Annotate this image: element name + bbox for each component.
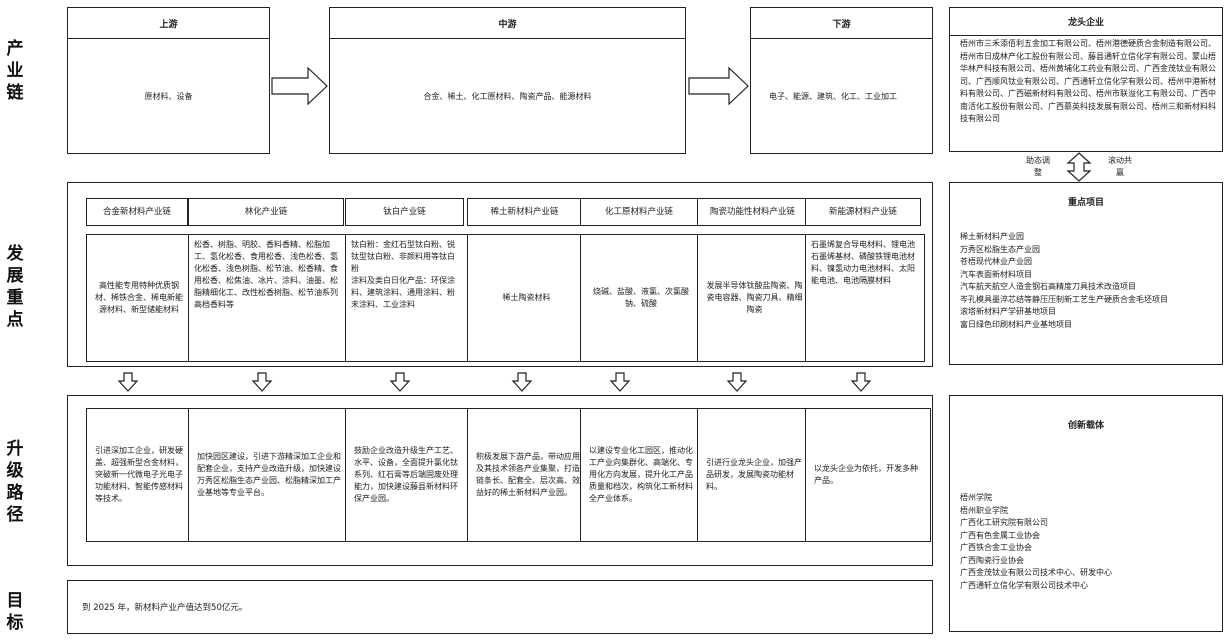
focus-forestry-chemical: 松香、树脂、明胶、香料香精、松脂加工、氢化松香、食用松香、浅色松香、氢化松香、浅… bbox=[188, 234, 348, 362]
path-titanium-white-text: 鼓励企业改造升级生产工艺、水平、设备，全面提升氯化钛系列、红石膏等后端固废处理能… bbox=[354, 446, 458, 503]
key-project-item: 滚塔新材料产学研基地项目 bbox=[960, 307, 1056, 316]
goal-box: 到 2025 年，新材料产业产值达到50亿元。 bbox=[67, 580, 933, 634]
focus-alloy: 高性能专用特种优质钢材、稀铁合金、稀电新能源材料、新型储能材料 bbox=[86, 234, 192, 362]
key-project-item: 稀土新材料产业园 bbox=[960, 232, 1024, 241]
innovation-item: 广西有色金属工业协会 bbox=[960, 530, 1040, 540]
path-new-energy: 以龙头企业为依托，开发多种产品。 bbox=[805, 408, 931, 542]
double-arrow-icon bbox=[1066, 152, 1092, 182]
path-alloy-text: 引进深加工企业，研发硬盖、超强新型合金材料，突破新一代微电子光电子功能材料、智能… bbox=[95, 446, 183, 503]
down-arrow-icon bbox=[726, 372, 748, 392]
focus-chemical-raw: 烧碱、盐酸、液氯、次氯酸钠、硫酸 bbox=[580, 234, 702, 362]
key-projects-list: 稀土新材料产业园 万秀区松脂生态产业园 苍梧现代林业产业园 汽车表面新材料项目 … bbox=[960, 231, 1216, 331]
down-arrow-icon bbox=[609, 372, 631, 392]
path-rare-earth-text: 积极发展下游产品，带动应用及其技术领各产业集聚，打造链条长、配套全、层次高、效益… bbox=[476, 452, 580, 497]
path-chemical-raw: 以建设专业化工园区，推动化工产业向集群化、高端化、专用化方向发展，提升化工产品质… bbox=[580, 408, 708, 542]
upstream-title: 上游 bbox=[68, 8, 269, 39]
focus-ceramic: 发展半导体钛酸盐陶瓷、陶瓷电容器、陶瓷刀具、精细陶瓷 bbox=[697, 234, 812, 362]
midstream-title: 中游 bbox=[330, 8, 685, 39]
leading-enterprises-list: 梧州市三禾添佰利五金加工有限公司、梧州港德硬质合金制造有限公司、梧州市日成林产化… bbox=[960, 39, 1216, 123]
innovation-item: 梧州学院 bbox=[960, 493, 992, 502]
midstream-content: 合金、稀土、化工原材料、陶瓷产品、能源材料 bbox=[423, 91, 592, 101]
key-project-item: 万秀区松脂生态产业园 bbox=[960, 244, 1040, 254]
downstream-box: 下游 电子、能源、建筑、化工、工业加工 bbox=[750, 7, 933, 154]
innovation-item: 广西化工研究院有限公司 bbox=[960, 518, 1048, 527]
category-forestry-chemical: 林化产业链 bbox=[188, 198, 344, 226]
path-ceramic: 引进行业龙头企业，加强产品研发，发展陶瓷功能材料。 bbox=[697, 408, 818, 542]
downstream-content: 电子、能源、建筑、化工、工业加工 bbox=[769, 91, 897, 101]
path-ceramic-text: 引进行业龙头企业，加强产品研发，发展陶瓷功能材料。 bbox=[706, 458, 802, 491]
upstream-box: 上游 原材料、设备 bbox=[67, 7, 270, 154]
down-arrow-icon bbox=[389, 372, 411, 392]
path-rare-earth: 积极发展下游产品，带动应用及其技术领各产业集聚，打造链条长、配套全、层次高、效益… bbox=[467, 408, 592, 542]
leading-enterprises-box: 龙头企业 梧州市三禾添佰利五金加工有限公司、梧州港德硬质合金制造有限公司、梧州市… bbox=[949, 7, 1223, 152]
midstream-box: 中游 合金、稀土、化工原材料、陶瓷产品、能源材料 bbox=[329, 7, 686, 154]
innovation-title: 创新载体 bbox=[1067, 421, 1104, 431]
side-label-goal: 目 标 bbox=[6, 591, 24, 633]
key-projects-title: 重点项目 bbox=[1067, 198, 1104, 208]
innovation-item: 广西金茂钛业有限公司技术中心、研发中心 bbox=[960, 568, 1112, 577]
leading-enterprises-title: 龙头企业 bbox=[950, 8, 1222, 36]
path-new-energy-text: 以龙头企业为依托，开发多种产品。 bbox=[814, 464, 918, 485]
category-titanium-white: 钛白产业链 bbox=[345, 198, 464, 226]
rolling-win-label: 滚动共 赢 bbox=[1108, 156, 1132, 177]
path-forestry-chemical: 加快园区建设，引进下游精深加工企业和配套企业，支持产业改造升级，加快建设万秀区松… bbox=[188, 408, 354, 542]
innovation-item: 广西陶瓷行业协会 bbox=[960, 555, 1024, 565]
down-arrow-icon bbox=[511, 372, 533, 392]
key-projects-box: 重点项目 稀土新材料产业园 万秀区松脂生态产业园 苍梧现代林业产业园 汽车表面新… bbox=[949, 182, 1223, 365]
innovation-item: 梧州职业学院 bbox=[960, 505, 1008, 515]
innovation-item: 广西通轩立信化学有限公司技术中心 bbox=[960, 580, 1088, 590]
category-chemical-raw: 化工原材料产业链 bbox=[580, 198, 698, 226]
innovation-box: 创新载体 梧州学院 梧州职业学院 广西化工研究院有限公司 广西有色金属工业协会 … bbox=[949, 395, 1223, 632]
upstream-content: 原材料、设备 bbox=[144, 91, 193, 101]
innovation-list: 梧州学院 梧州职业学院 广西化工研究院有限公司 广西有色金属工业协会 广西铁合金… bbox=[960, 492, 1216, 592]
key-project-item: 岑孔模具墨淬芯结等静压压制新工艺生产硬质合金毛坯项目 bbox=[960, 294, 1168, 304]
path-titanium-white: 鼓励企业改造升级生产工艺、水平、设备，全面提升氯化钛系列、红石膏等后端固废处理能… bbox=[345, 408, 474, 542]
dynamic-adjust-label: 助态调 整 bbox=[1026, 156, 1050, 177]
focus-new-energy: 石墨烯复合导电材料、锂电池石墨烯基材、磷酸铁锂电池材料、镍氢动力电池材料、太阳能… bbox=[805, 234, 925, 362]
path-forestry-chemical-text: 加快园区建设，引进下游精深加工企业和配套企业，支持产业改造升级，加快建设万秀区松… bbox=[197, 452, 341, 497]
path-chemical-raw-text: 以建设专业化工园区，推动化工产业向集群化、高端化、专用化方向发展，提升化工产品质… bbox=[589, 446, 693, 503]
category-ceramic: 陶瓷功能性材料产业链 bbox=[697, 198, 808, 226]
key-project-item: 富日绿色印刷材料产业基地项目 bbox=[960, 319, 1072, 329]
category-alloy: 合金新材料产业链 bbox=[86, 198, 188, 226]
side-label-chain: 产 业 链 bbox=[6, 39, 24, 103]
key-project-item: 汽车表面新材料项目 bbox=[960, 269, 1032, 279]
downstream-title: 下游 bbox=[751, 8, 932, 39]
category-rare-earth: 稀土新材料产业链 bbox=[467, 198, 582, 226]
arrow-up-to-mid bbox=[271, 66, 328, 106]
path-alloy: 引进深加工企业，研发硬盖、超强新型合金材料，突破新一代微电子光电子功能材料、智能… bbox=[86, 408, 198, 542]
category-new-energy: 新能源材料产业链 bbox=[805, 198, 921, 226]
arrow-mid-to-down bbox=[688, 66, 749, 106]
down-arrow-icon bbox=[117, 372, 139, 392]
focus-titanium-white: 钛白粉：金红石型钛白粉、锐钛型钛白粉、非颜料用等钛白粉 涂料及类白日化产品：环保… bbox=[345, 234, 468, 362]
down-arrow-icon bbox=[251, 372, 273, 392]
down-arrow-icon bbox=[850, 372, 872, 392]
key-project-item: 汽车航天航空人造金钢石高精度刀具技术改造项目 bbox=[960, 282, 1136, 291]
goal-text: 到 2025 年，新材料产业产值达到50亿元。 bbox=[82, 603, 248, 613]
innovation-item: 广西铁合金工业协会 bbox=[960, 543, 1032, 552]
side-label-focus: 发 展 重 点 bbox=[6, 244, 24, 330]
key-project-item: 苍梧现代林业产业园 bbox=[960, 257, 1032, 266]
focus-rare-earth: 稀土陶瓷材料 bbox=[467, 234, 586, 362]
side-label-path: 升 级 路 径 bbox=[6, 439, 24, 525]
